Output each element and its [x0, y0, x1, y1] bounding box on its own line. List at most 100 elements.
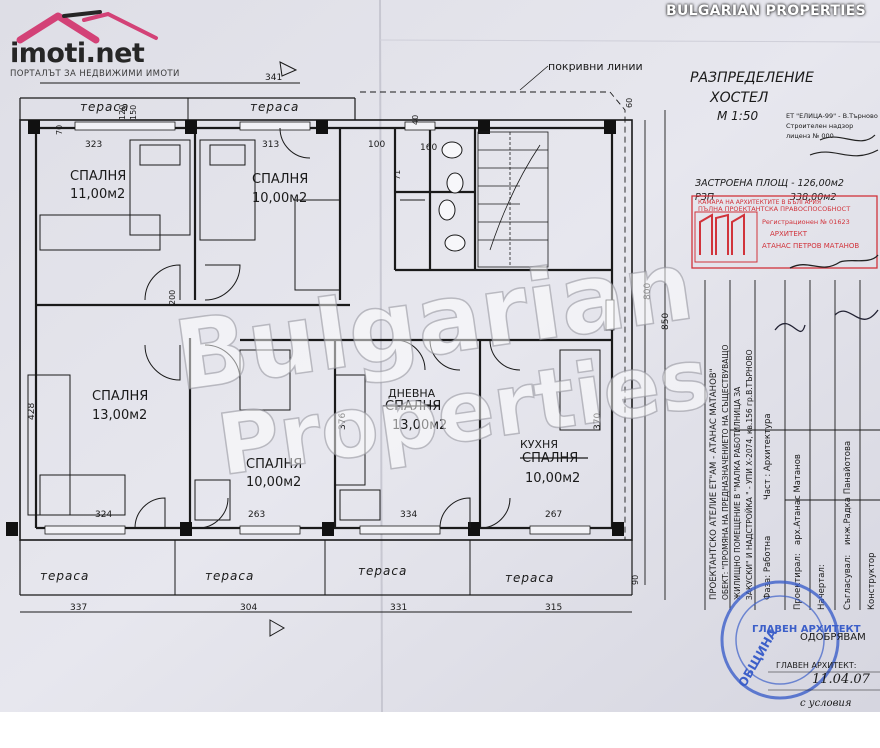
stamp1-company: ЕТ "ЕЛИЦА-99" - В.Търново	[786, 112, 878, 120]
tb-line2: ОБЕКТ: "ПРОМЯНА НА ПРЕДНАЗНАЧЕНИЕТО НА С…	[721, 344, 730, 600]
approval-role: ГЛАВЕН АРХИТЕКТ:	[776, 661, 856, 670]
room-6-area: 10,00м2	[525, 471, 580, 486]
tb-line3: ЖИЛИЩНО ПОМЕЩЕНИЕ В "МАЛКА РАБОТИЛНИЦА З…	[733, 386, 742, 600]
dim-side-3: 370	[593, 413, 603, 430]
terrace-label-bottom-4: тераса	[505, 571, 554, 585]
room-4-area: 10,00м2	[246, 475, 301, 490]
tb-line1: ПРОЕКТАНТСКО АТЕЛИЕ ЕТ"АМ - АТАНАС МАТАН…	[709, 368, 719, 600]
dim-small-2: 150	[129, 105, 138, 120]
tb-phase: Фаза: Работна	[763, 536, 773, 600]
stamp2-reg: Регистрационен № 01623	[762, 218, 850, 226]
dim-bottom-3: 315	[545, 603, 562, 613]
staircase	[477, 131, 549, 268]
approval-note: с условия	[800, 698, 851, 709]
stamp2-header: КАМАРА НА АРХИТЕКТИТЕ В БЪЛГАРИЯ	[698, 199, 821, 206]
stamp2-name: АТАНАС ПЕТРОВ МАТАНОВ	[762, 242, 859, 250]
approval-block: ОДОБРЯВАМ ГЛАВЕН АРХИТЕКТ: 11.04.07 с ус…	[776, 632, 871, 709]
dim-small-6: 71	[393, 170, 402, 180]
terrace-label-top-right: тераса	[250, 100, 299, 114]
dim-small-0: 70	[55, 125, 64, 135]
dim-bottom-1: 304	[240, 603, 257, 613]
title-scale: М 1:50	[717, 109, 758, 123]
terrace-label-bottom-3: тераса	[358, 564, 407, 578]
approval-date: 11.04.07	[812, 672, 871, 687]
dim-side-1: 850	[661, 313, 671, 330]
rzp-label: РЗП	[695, 192, 714, 203]
stamp3-role: ГЛАВЕН АРХИТЕКТ	[752, 624, 861, 635]
area-notes: ЗАСТРОЕНА ПЛОЩ - 126,00м2 РЗП 338,00м2	[695, 178, 844, 203]
rzp-value: 338,00м2	[790, 192, 836, 203]
door-swings	[134, 127, 521, 529]
tb-designed: Проектирал:	[793, 553, 803, 610]
terrace-label-bottom-1: тераса	[40, 569, 89, 583]
furniture	[27, 139, 601, 521]
logo-tagline: ПОРТАЛЪТ ЗА НЕДВИЖИМИ ИМОТИ	[10, 69, 180, 79]
architect-stamp: КАМАРА НА АРХИТЕКТИТЕ В БЪЛГАРИЯ ПЪЛНА П…	[691, 195, 878, 269]
room-3-name: СПАЛНЯ	[92, 389, 148, 404]
dimension-labels: 323 313 100 160 341 337 304 331 315 324 …	[27, 73, 671, 613]
terrace-label-top-left: тераса	[80, 100, 129, 114]
dim-top-4: 160	[420, 143, 437, 153]
dim-top-0: 341	[265, 73, 282, 83]
tb-coordinated: Съгласувал:	[843, 555, 853, 610]
dim-small-7: 40	[411, 115, 420, 125]
room-2-area: 10,00м2	[252, 191, 307, 206]
brand-label: BULGARIAN PROPERTIES	[665, 3, 866, 19]
floor-plan-drawing: 323 313 100 160 341 337 304 331 315 324 …	[0, 0, 880, 712]
dim-bottom-2: 331	[390, 603, 407, 613]
dim-bottom-0: 337	[70, 603, 87, 613]
room-5-handwritten-name: ДНЕВНА	[388, 387, 436, 400]
windows	[44, 121, 615, 535]
terrace-labels: тераса тераса тераса тераса тераса терас…	[40, 100, 554, 585]
strike-lines	[383, 405, 588, 459]
north-arrow-top	[279, 61, 298, 77]
dim-top-1: 323	[85, 140, 102, 150]
dim-inner-1: 263	[248, 510, 265, 520]
dim-small-5: 90	[631, 575, 640, 585]
title-block-text: ПРОЕКТАНТСКО АТЕЛИЕ ЕТ"АМ - АТАНАС МАТАН…	[709, 344, 877, 610]
building-outline	[19, 82, 666, 613]
tb-constructor: Конструктор	[867, 552, 877, 610]
room-labels: СПАЛНЯ 11,00м2 СПАЛНЯ 10,00м2 СПАЛНЯ 13,…	[70, 169, 580, 490]
dim-small-4: 60	[625, 98, 634, 108]
title-line-2: ХОСТЕЛ	[709, 90, 769, 106]
dim-top-2: 313	[262, 140, 279, 150]
bathroom-fixtures	[400, 141, 466, 252]
title-block-grid	[704, 280, 880, 610]
plan-title: РАЗПРЕДЕЛЕНИЕ ХОСТЕЛ М 1:50	[690, 70, 814, 123]
dim-small-1: 120	[118, 105, 127, 120]
room-4-name: СПАЛНЯ	[246, 457, 302, 472]
area-built: ЗАСТРОЕНА ПЛОЩ - 126,00м2	[695, 178, 844, 189]
north-arrow-bottom	[269, 619, 286, 637]
stamp1-line3: лиценз № 000	[786, 132, 834, 140]
room-3-area: 13,00м2	[92, 408, 147, 423]
room-1-area: 11,00м2	[70, 187, 125, 202]
tb-part: Част : Архитектура	[763, 413, 773, 500]
supervision-stamp: ЕТ "ЕЛИЦА-99" - В.Търново Строителен над…	[786, 112, 878, 140]
dim-inner-0: 324	[95, 510, 112, 520]
terrace-label-bottom-2: тераса	[205, 569, 254, 583]
roof-lines-note: покривни линии	[548, 60, 643, 73]
tb-line4: ЗАКУСКИ" И НАДСТРОЙКА " - УПИ Х-2074, кв…	[745, 349, 754, 600]
dim-side-4: 376	[338, 413, 348, 430]
stamp2-role: АРХИТЕКТ	[770, 230, 808, 238]
imoti-logo	[16, 10, 158, 44]
structural-columns	[6, 120, 624, 536]
dim-side-2: 428	[27, 403, 37, 420]
dim-inner-2: 334	[400, 510, 417, 520]
approval-label: ОДОБРЯВАМ	[800, 632, 866, 643]
logo-wordmark: imoti.net	[10, 38, 145, 69]
tb-designer: арх.Атанас Матанов	[793, 454, 803, 545]
tb-engineer: инж.Радка Панайотова	[843, 441, 853, 545]
room-5-area: 13,00м2	[392, 418, 447, 433]
dim-top-3: 100	[368, 140, 385, 150]
room-6-handwritten-name: КУХНЯ	[520, 438, 558, 451]
stamp2-line1: ПЪЛНА ПРОЕКТАНТСКА ПРАВОСПОСОБНОСТ	[698, 205, 850, 213]
room-1-name: СПАЛНЯ	[70, 169, 126, 184]
room-2-name: СПАЛНЯ	[252, 172, 308, 187]
dim-inner-3: 267	[545, 510, 562, 520]
dim-side-0: 800	[643, 283, 653, 300]
tb-drawn: Начертал:	[817, 564, 827, 610]
dim-small-3: 200	[168, 290, 177, 305]
